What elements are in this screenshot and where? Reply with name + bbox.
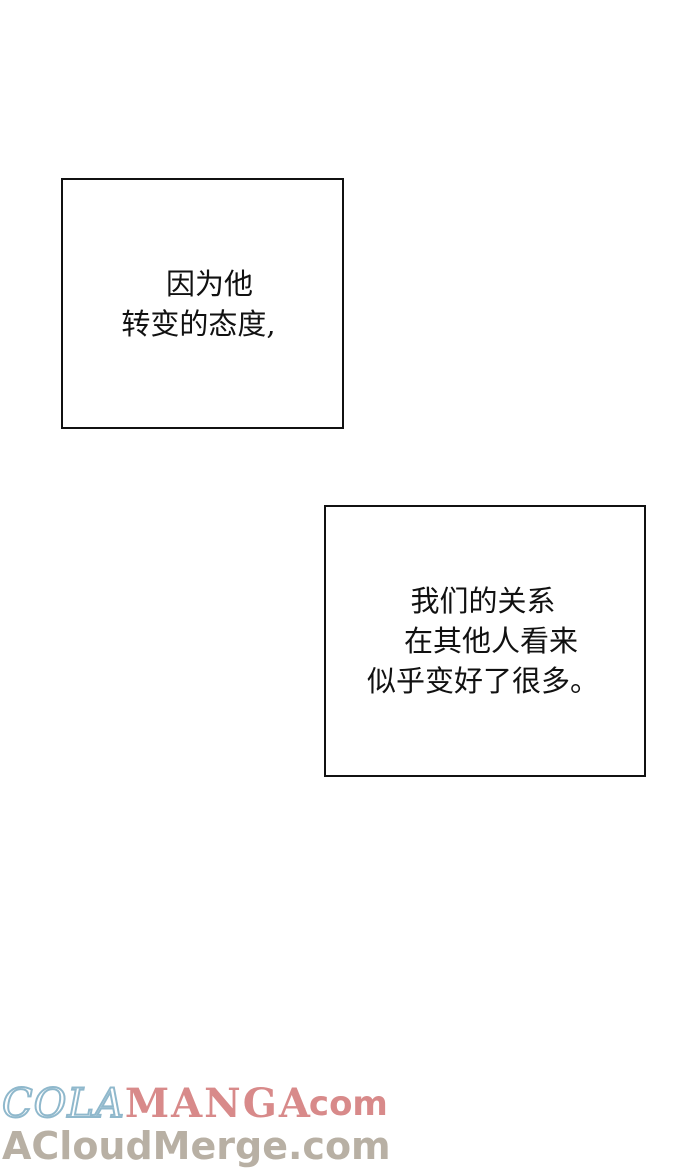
caption-line: 转变的态度,: [121, 306, 276, 341]
watermark-cola: COLA: [1, 1080, 125, 1128]
caption-line: 在其他人看来: [403, 624, 578, 658]
caption-box-1: 因为他 转变的态度,: [61, 178, 344, 429]
watermark-suffix: .com: [296, 1084, 388, 1124]
caption-line: 因为他: [165, 266, 253, 301]
caption-box-2: 我们的关系 在其他人看来 似乎变好了很多。: [324, 505, 646, 777]
caption-line: 似乎变好了很多。: [366, 664, 599, 698]
caption-line: 我们的关系: [410, 584, 556, 618]
watermark-secondary: ACloudMerge.com: [2, 1124, 391, 1168]
watermark-manga: MANGA: [124, 1080, 312, 1127]
watermark: COLAMANGA .com ACloudMerge.com: [0, 1080, 420, 1170]
watermark-brand: COLAMANGA: [1, 1080, 312, 1128]
